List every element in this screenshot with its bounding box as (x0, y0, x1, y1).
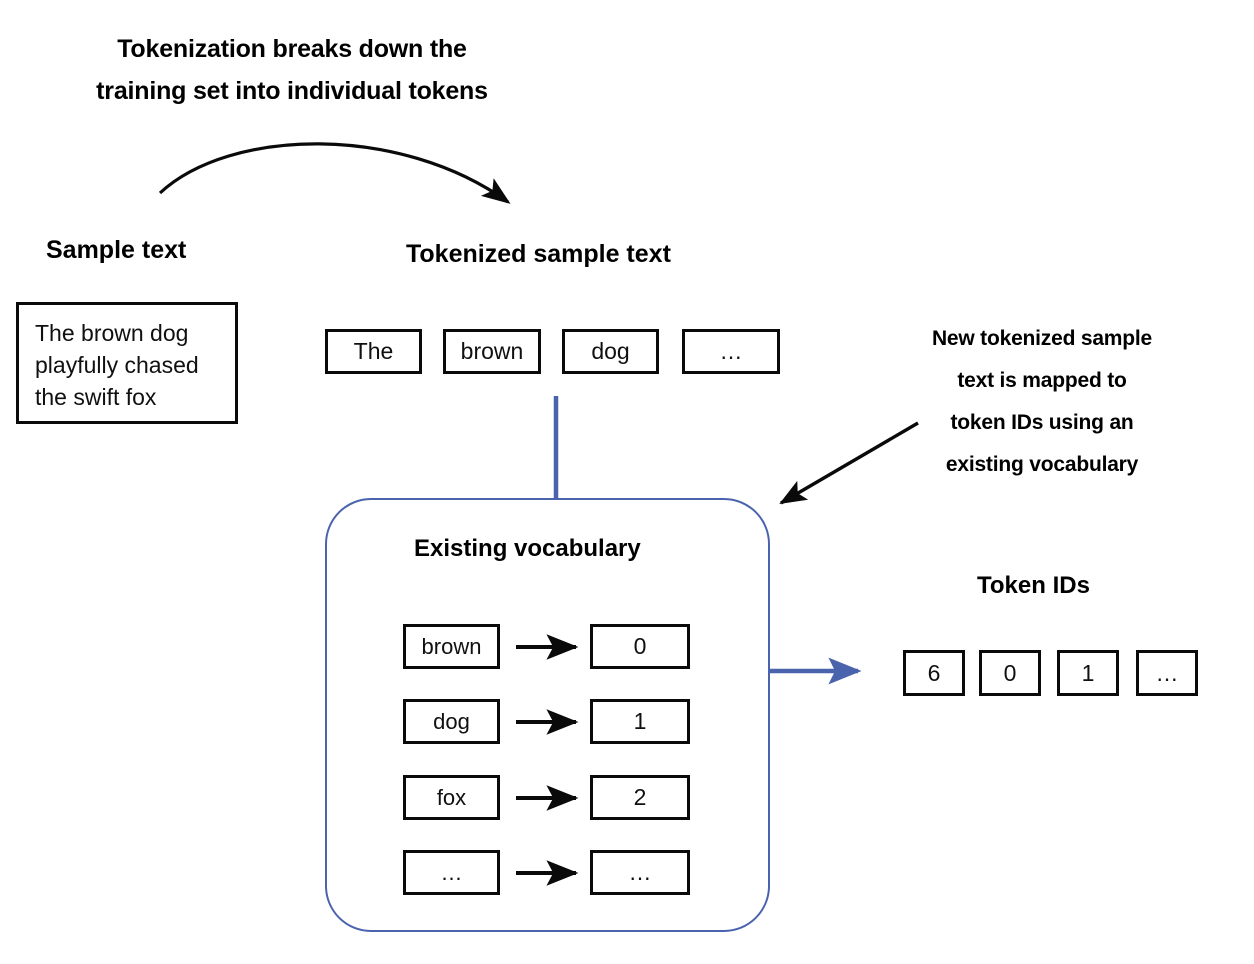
heading-line-2: training set into individual tokens (96, 77, 488, 105)
token-box-2: dog (562, 329, 659, 374)
token-id-box-3: … (1136, 650, 1198, 696)
sample-text-line-3: the swift fox (35, 384, 157, 410)
vocab-word-box-1: dog (403, 699, 500, 744)
heading-line-1: Tokenization breaks down the (117, 35, 467, 63)
sample-text-box: The brown dog playfully chased the swift… (16, 302, 238, 424)
side-note-line-2: text is mapped to (957, 369, 1127, 392)
sample-text-line-2: playfully chased (35, 352, 199, 378)
token-id-box-0: 6 (903, 650, 965, 696)
vocab-word-box-3: … (403, 850, 500, 895)
token-id-box-2: 1 (1057, 650, 1119, 696)
label-token-ids: Token IDs (977, 572, 1090, 599)
side-note-line-1: New tokenized sample (931, 327, 1153, 350)
token-id-box-1: 0 (979, 650, 1041, 696)
vocab-id-box-2: 2 (590, 775, 690, 820)
side-note-line-3: token IDs using an (950, 411, 1134, 434)
label-sample-text: Sample text (46, 236, 187, 264)
label-tokenized-sample-text: Tokenized sample text (406, 240, 671, 268)
sample-text-line-1: The brown dog (35, 320, 189, 346)
vocab-id-box-1: 1 (590, 699, 690, 744)
label-existing-vocabulary: Existing vocabulary (414, 535, 641, 562)
arrow-note-to-vocabulary (779, 421, 919, 505)
curved-arrow-tokenization (158, 142, 511, 204)
vocab-word-box-2: fox (403, 775, 500, 820)
vocab-id-box-0: 0 (590, 624, 690, 669)
vocab-id-box-3: … (590, 850, 690, 895)
vocab-word-box-0: brown (403, 624, 500, 669)
token-box-0: The (325, 329, 422, 374)
existing-vocabulary-container (325, 498, 770, 932)
token-box-1: brown (443, 329, 541, 374)
token-box-3: … (682, 329, 780, 374)
side-note-line-4: existing vocabulary (945, 453, 1139, 476)
